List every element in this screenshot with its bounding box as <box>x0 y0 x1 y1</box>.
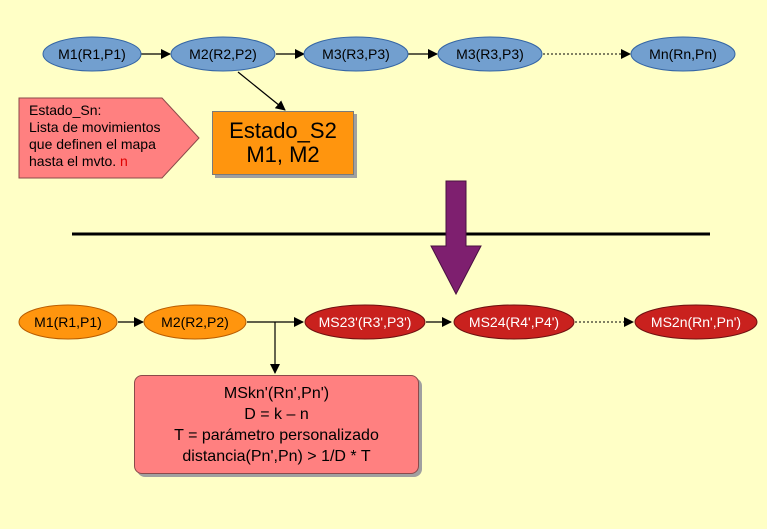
callout-highlight: n <box>120 153 128 169</box>
arrow-m2-to-state <box>237 71 286 111</box>
bottom-node-4-label: MS24(R4',P4') <box>469 314 559 330</box>
callout-line-2: Lista de movimientos <box>29 119 161 135</box>
callout-shape <box>18 97 200 179</box>
top-node-5-label: Mn(Rn,Pn) <box>649 46 717 62</box>
info-line-2: D = k – n <box>244 405 309 423</box>
callout-text: Estado_Sn: Lista de movimientos que defi… <box>29 102 161 170</box>
top-node-2-label: M2(R2,P2) <box>189 46 257 62</box>
info-line-3: T = parámetro personalizado <box>174 426 379 444</box>
info-line-4: distancia(Pn',Pn) > 1/D * T <box>182 447 371 465</box>
bottom-node-3-label: MS23'(R3',P3') <box>319 314 412 330</box>
bottom-node-3: MS23'(R3',P3') <box>304 304 426 340</box>
down-arrow-icon <box>430 180 482 296</box>
bottom-node-1: M1(R1,P1) <box>18 304 118 340</box>
info-line-1: MSkn'(Rn',Pn') <box>223 384 330 402</box>
bottom-node-2: M2(R2,P2) <box>143 304 247 340</box>
info-box: MSkn'(Rn',Pn') D = k – n T = parámetro p… <box>134 375 419 474</box>
top-node-1-label: M1(R1,P1) <box>58 46 126 62</box>
top-node-1: M1(R1,P1) <box>42 36 142 72</box>
top-node-3-label: M3(R3,P3) <box>322 46 390 62</box>
top-node-2: M2(R2,P2) <box>170 36 276 72</box>
top-node-4: M3(R3,P3) <box>437 36 543 72</box>
state-box-subtitle: M1, M2 <box>246 142 320 167</box>
callout-line-4: hasta el mvto. n <box>29 153 161 170</box>
callout-line-4-prefix: hasta el mvto. <box>29 153 117 169</box>
bottom-node-5: MS2n(Rn',Pn') <box>634 304 758 340</box>
callout-line-1: Estado_Sn: <box>29 102 102 118</box>
callout-line-3: que definen el mapa <box>29 136 156 152</box>
bottom-node-5-label: MS2n(Rn',Pn') <box>651 314 741 330</box>
bottom-node-2-label: M2(R2,P2) <box>161 314 229 330</box>
top-node-3: M3(R3,P3) <box>303 36 409 72</box>
state-box: Estado_S2 M1, M2 <box>212 111 354 175</box>
bottom-node-1-label: M1(R1,P1) <box>34 314 102 330</box>
top-node-4-label: M3(R3,P3) <box>456 46 524 62</box>
bottom-node-4: MS24(R4',P4') <box>453 304 575 340</box>
top-node-5: Mn(Rn,Pn) <box>630 36 736 72</box>
state-box-title: Estado_S2 <box>229 118 337 143</box>
